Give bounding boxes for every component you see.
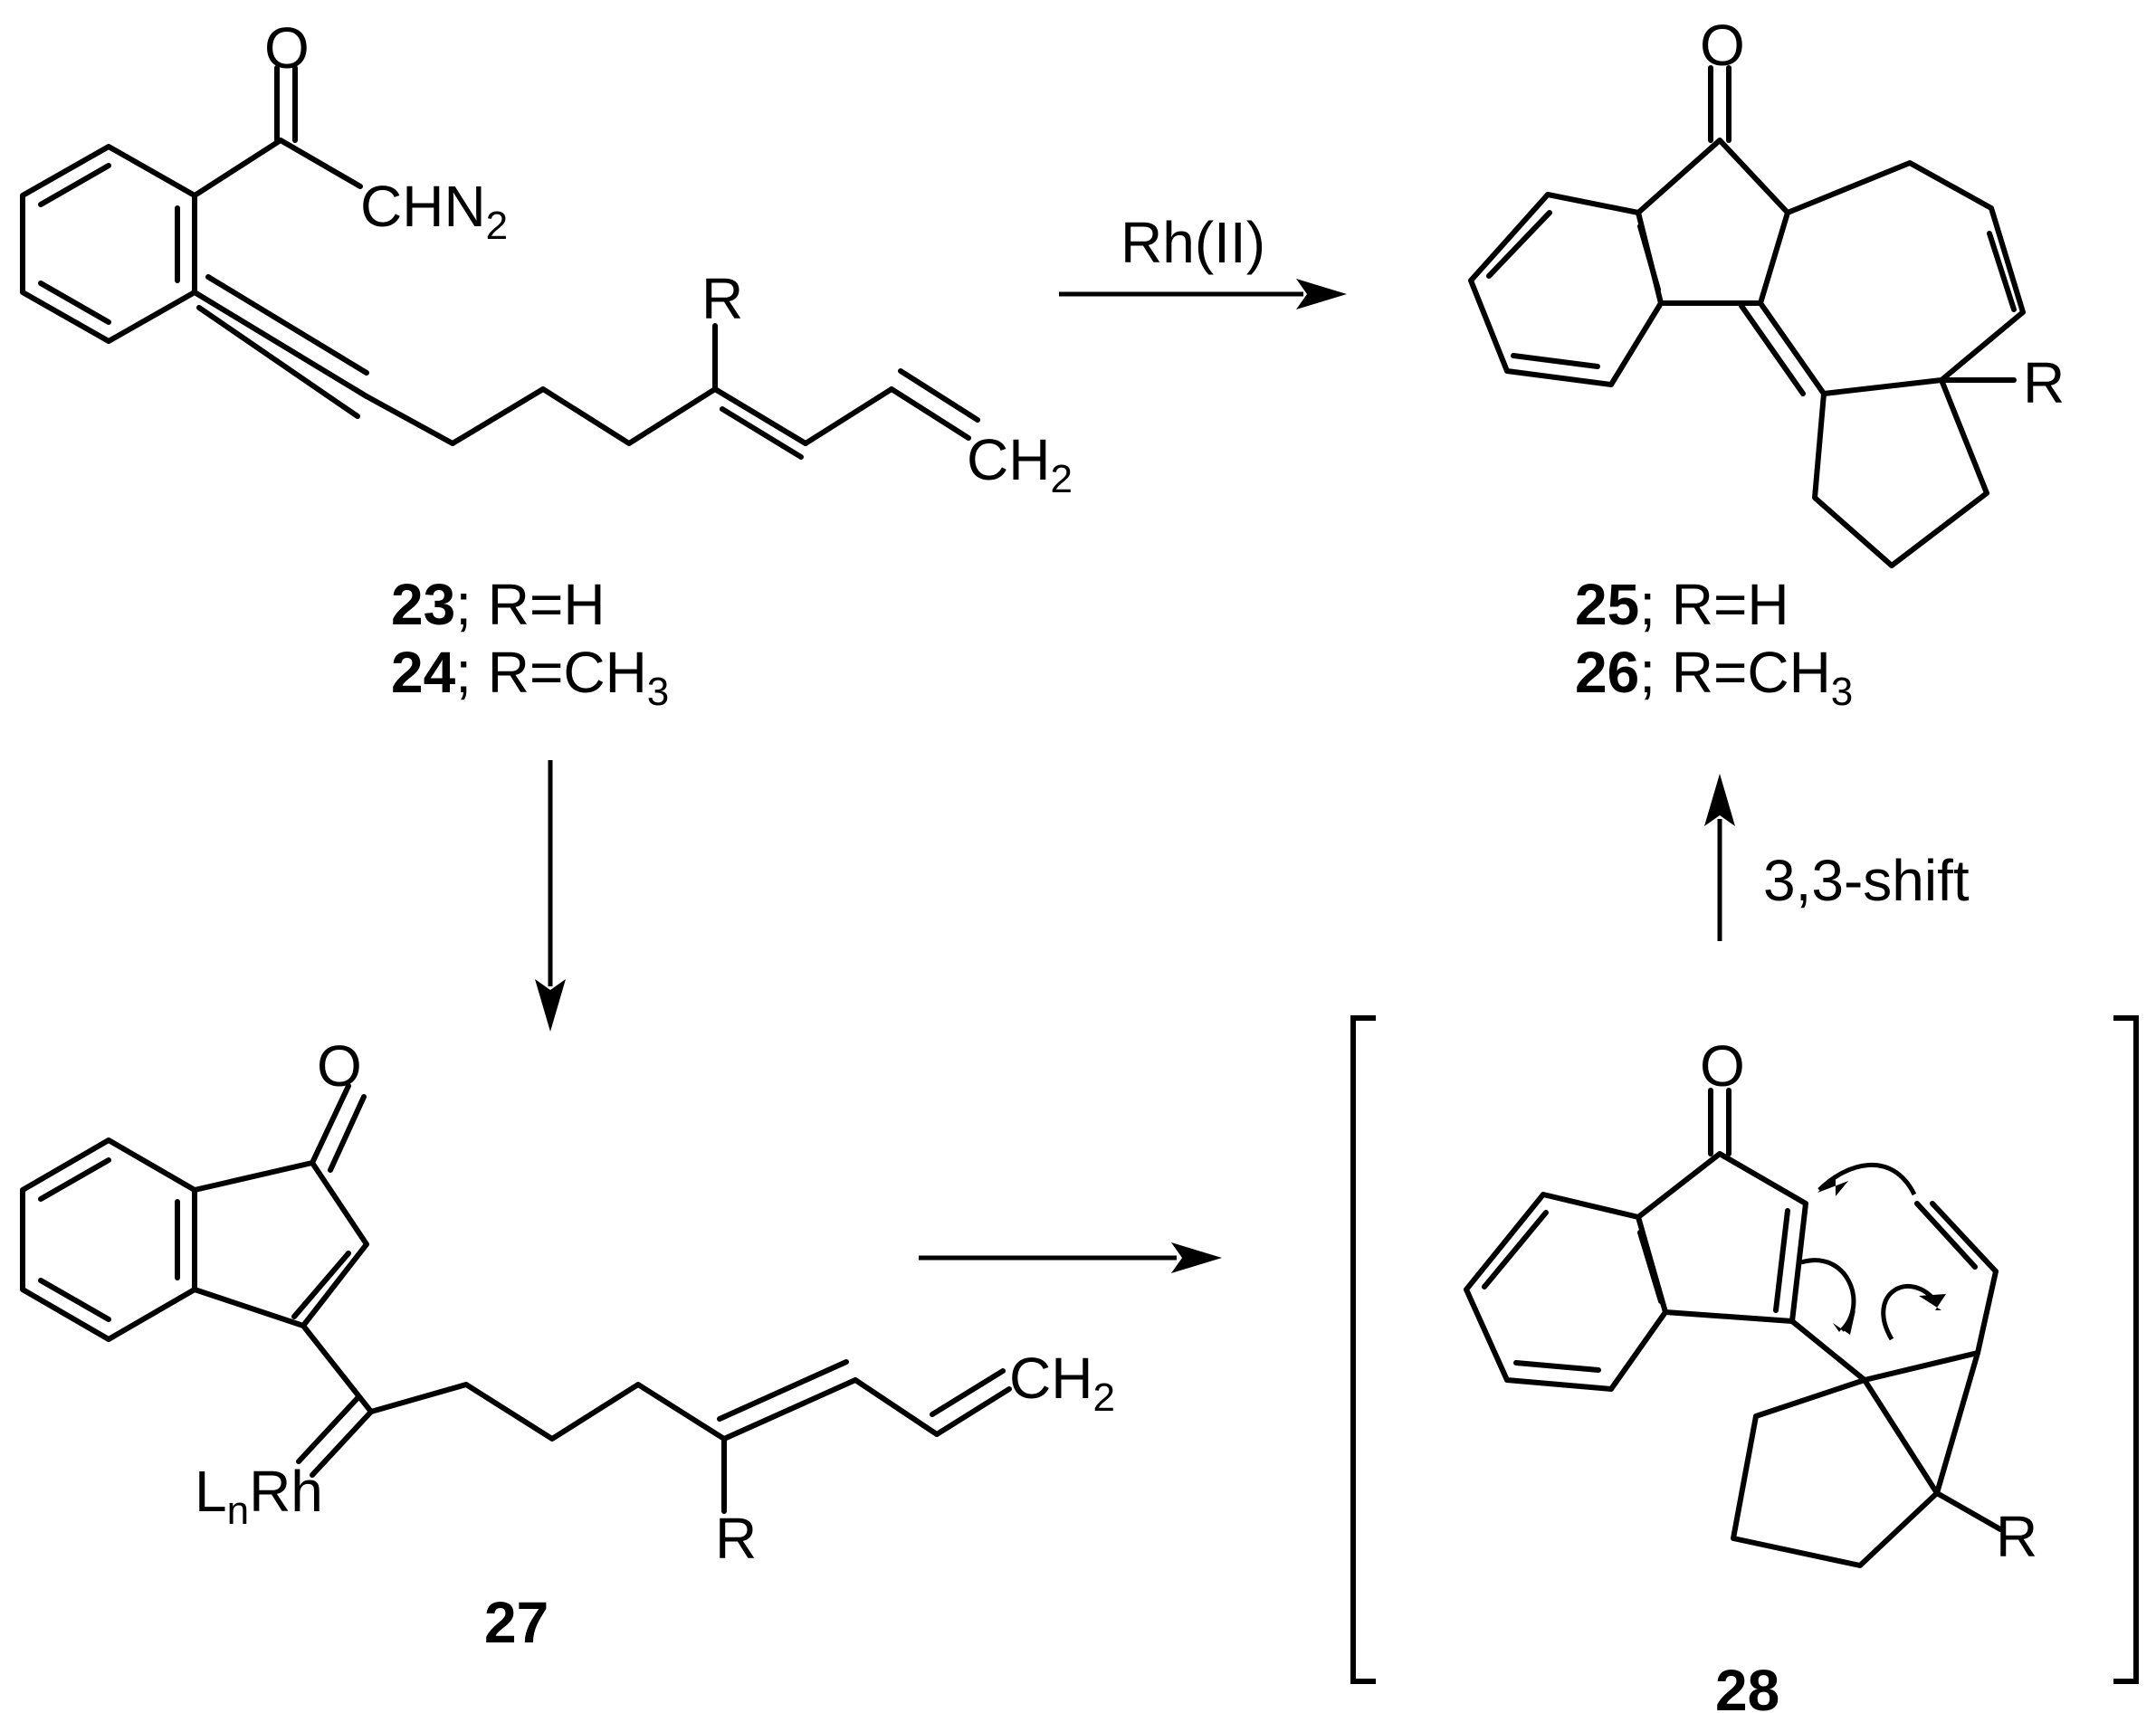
atom-label-chn2: CHN2 [360,174,508,248]
atom-label-r: R [1996,1504,2037,1569]
atom-label-lnrh: LnRh [195,1459,323,1533]
reagent-label-rh-ii: Rh(II) [1121,210,1265,275]
compound-28-structure [1464,1088,2003,1568]
atom-label-r: R [2023,350,2065,415]
atom-label-ch2: CH2 [1009,1346,1115,1420]
compound-23-24-structure [20,65,980,460]
compound-25-26-structure [1468,65,2026,568]
compound-24-caption: 24; R=CH3 [391,640,669,714]
compound-23-caption: 23; R=H [391,572,606,637]
compound-28-bracket [1350,1015,2139,1684]
arrow-rh-ii [1059,279,1347,309]
atom-label-ch2: CH2 [967,427,1073,501]
atom-label-oxygen: O [264,15,310,81]
atom-label-oxygen: O [1700,1033,1745,1099]
atom-label-oxygen: O [317,1033,362,1099]
compound-26-caption: 26; R=CH3 [1575,640,1853,714]
arrow-down [535,760,566,1032]
compound-28-caption: 28 [1715,1658,1779,1713]
atom-label-oxygen: O [1700,13,1745,78]
compound-27-structure [20,1083,1012,1514]
atom-label-r: R [715,1506,757,1571]
atom-label-r: R [701,266,743,331]
arrow-right [919,1242,1222,1273]
reagent-label-3-3-shift: 3,3-shift [1763,848,1970,913]
arrow-up-3-3-shift [1704,774,1735,941]
compound-25-caption: 25; R=H [1575,572,1789,637]
compound-27-caption: 27 [484,1590,549,1655]
